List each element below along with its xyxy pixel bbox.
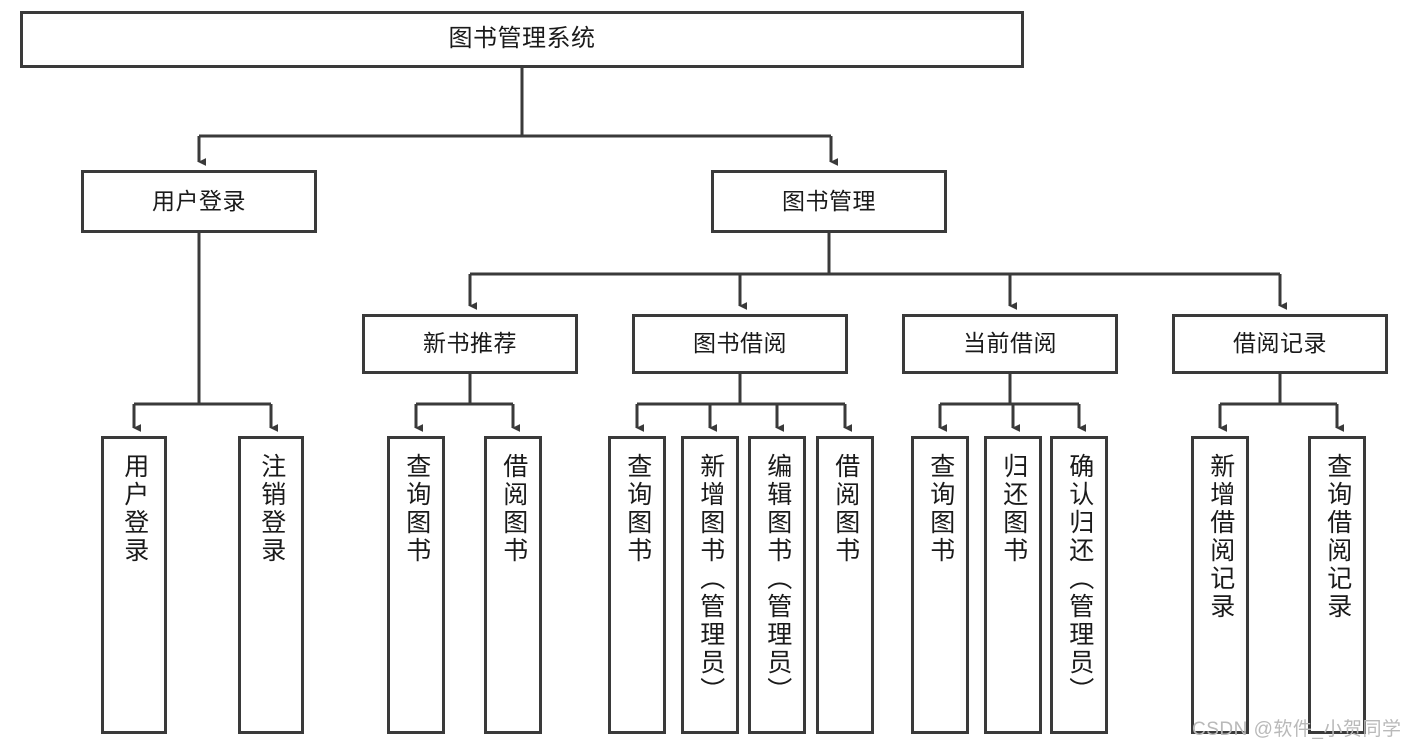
- node-book-borrow[interactable]: 图书借阅: [632, 314, 848, 374]
- node-current-borrow[interactable]: 当前借阅: [902, 314, 1118, 374]
- leaf-current-query-book[interactable]: 查询图书: [911, 436, 969, 734]
- node-label: 借阅记录: [1233, 330, 1327, 357]
- leaf-borrow-query-book[interactable]: 查询图书: [608, 436, 666, 734]
- csdn-watermark: CSDN @软件_小贺同学: [1192, 719, 1402, 740]
- leaf-record-query[interactable]: 查询借阅记录: [1308, 436, 1366, 734]
- node-label: 借阅图书: [831, 453, 860, 565]
- leaf-current-return-book[interactable]: 归还图书: [984, 436, 1042, 734]
- leaf-user-logout[interactable]: 注销登录: [238, 436, 304, 734]
- leaf-record-add[interactable]: 新增借阅记录: [1191, 436, 1249, 734]
- leaf-current-confirm-return-admin[interactable]: 确认归还（管理员）: [1050, 436, 1108, 734]
- leaf-borrow-add-book-admin[interactable]: 新增图书（管理员）: [681, 436, 739, 734]
- node-label: 注销登录: [257, 453, 286, 565]
- node-label: 借阅图书: [499, 453, 528, 565]
- leaf-recommend-borrow-book[interactable]: 借阅图书: [484, 436, 542, 734]
- node-label: 归还图书: [999, 453, 1028, 565]
- node-label: 查询借阅记录: [1323, 453, 1352, 621]
- leaf-user-login[interactable]: 用户登录: [101, 436, 167, 734]
- node-label: 查询图书: [623, 453, 652, 565]
- node-label: 图书管理系统: [448, 25, 596, 53]
- leaf-borrow-borrow-book[interactable]: 借阅图书: [816, 436, 874, 734]
- node-label: 查询图书: [402, 453, 431, 565]
- node-label: 图书借阅: [693, 330, 787, 357]
- node-borrow-records[interactable]: 借阅记录: [1172, 314, 1388, 374]
- node-label: 图书管理: [782, 187, 876, 214]
- node-label: 当前借阅: [963, 330, 1057, 357]
- leaf-borrow-edit-book-admin[interactable]: 编辑图书（管理员）: [748, 436, 806, 734]
- node-new-book-recommend[interactable]: 新书推荐: [362, 314, 578, 374]
- node-book-management[interactable]: 图书管理: [711, 170, 947, 233]
- node-label: 用户登录: [120, 453, 149, 565]
- node-label: 确认归还（管理员）: [1065, 453, 1094, 705]
- node-label: 用户登录: [152, 187, 246, 214]
- node-label: 新书推荐: [423, 330, 517, 357]
- node-label: 查询图书: [926, 453, 955, 565]
- leaf-recommend-query-book[interactable]: 查询图书: [387, 436, 445, 734]
- node-root-system[interactable]: 图书管理系统: [20, 11, 1024, 68]
- node-label: 新增图书（管理员）: [696, 453, 725, 705]
- node-label: 新增借阅记录: [1206, 453, 1235, 621]
- node-label: 编辑图书（管理员）: [763, 453, 792, 705]
- node-user-login[interactable]: 用户登录: [81, 170, 317, 233]
